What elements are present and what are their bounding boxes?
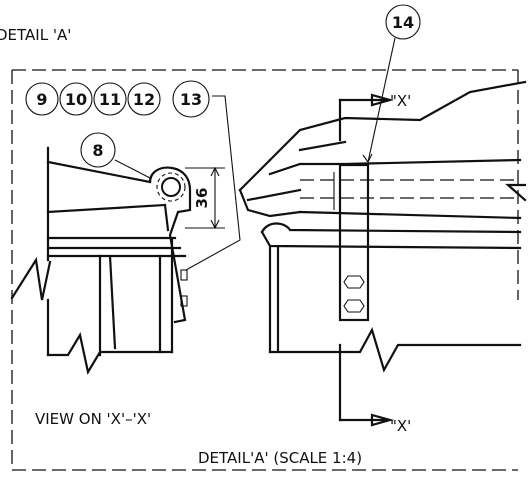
svg-text:8: 8 [92, 141, 103, 160]
detail-boundary [11, 69, 519, 471]
balloon-8: 8 [80, 132, 116, 168]
section-label-top: "X' [390, 92, 411, 110]
left-view: 36 [10, 95, 241, 375]
right-view: "X' "X' [238, 37, 527, 435]
balloon-14: 14 [385, 4, 421, 40]
balloon-12: 12 [127, 82, 161, 116]
svg-text:10: 10 [65, 90, 87, 109]
svg-text:12: 12 [133, 90, 155, 109]
dimension-36: 36 [193, 188, 211, 209]
detail-header: DETAIL 'A' [0, 26, 71, 44]
svg-text:9: 9 [36, 90, 47, 109]
balloon-10: 10 [59, 82, 93, 116]
svg-text:13: 13 [180, 90, 202, 109]
balloon-13: 13 [172, 80, 210, 118]
svg-text:14: 14 [392, 13, 414, 32]
view-label: VIEW ON 'X'–'X' [35, 410, 151, 428]
balloon-11: 11 [93, 82, 127, 116]
detail-caption: DETAIL'A' (SCALE 1:4) [198, 449, 362, 467]
svg-text:11: 11 [99, 90, 121, 109]
section-label-bottom: "X' [390, 417, 411, 435]
balloon-9: 9 [25, 82, 59, 116]
